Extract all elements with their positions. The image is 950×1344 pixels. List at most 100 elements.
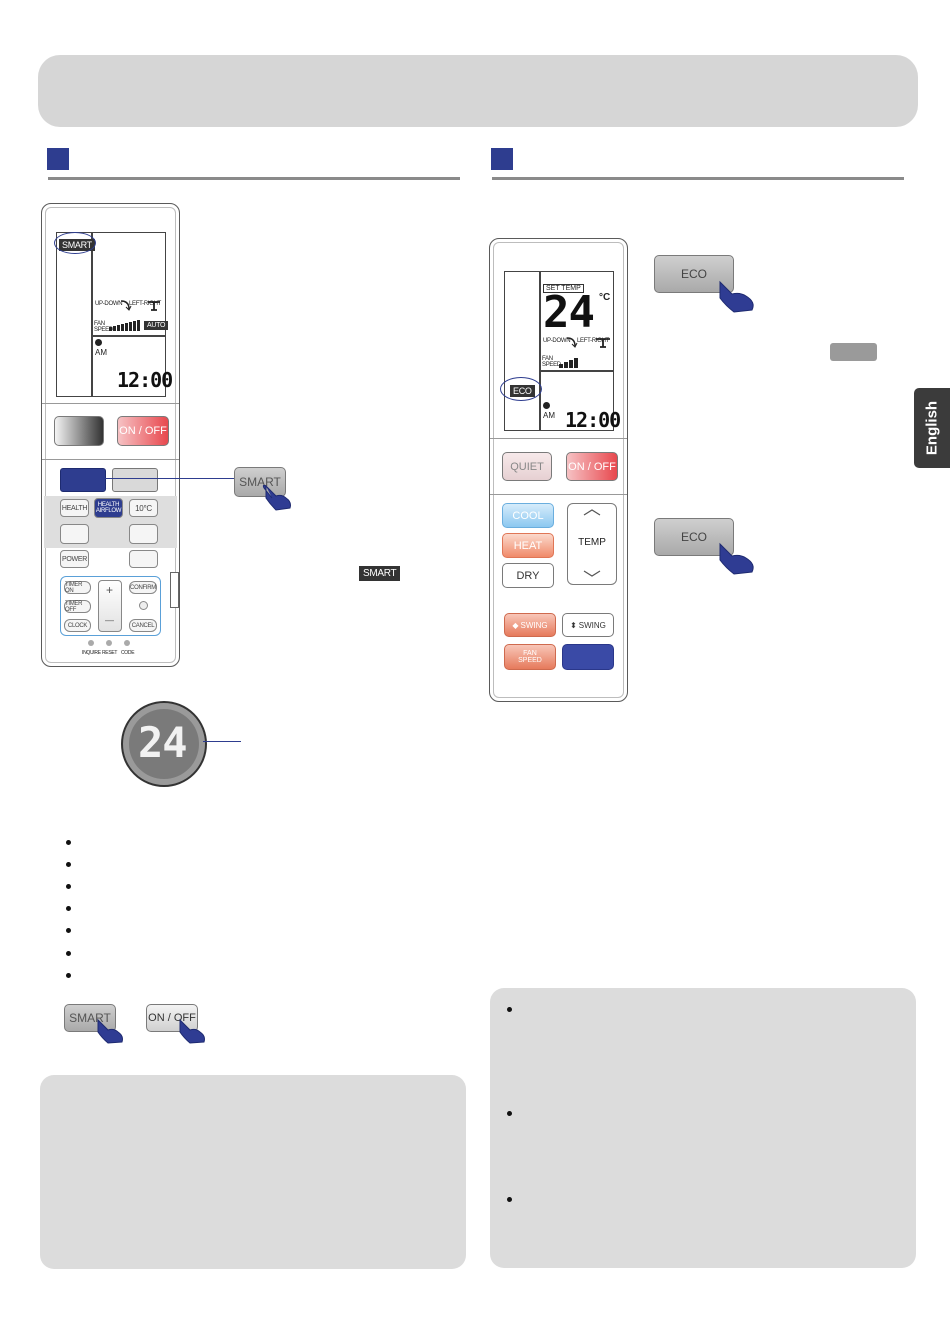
power-button[interactable]: POWER [60,550,89,568]
indicator-led [139,601,148,610]
swing-vertical-icon: ⬍ [570,620,577,630]
indoor-unit-display: 24 [121,701,207,787]
reset-hole[interactable] [106,640,112,646]
blue-function-button[interactable] [562,644,614,670]
health-airflow-button[interactable]: HEALTH AIRFLOW [94,498,123,518]
note-box-left [40,1075,466,1269]
lcd-auto-indicator: AUTO [144,321,169,330]
section-divider-left [48,177,460,180]
on-off-press-button[interactable]: ON / OFF [146,1004,198,1032]
remote-blank-right[interactable] [129,524,158,544]
confirm-button[interactable]: CONFIRM [129,581,157,594]
bullet [507,1197,512,1202]
lcd-fan-speed-label: FAN SPEED [542,356,561,368]
remote-blank-left[interactable] [60,524,89,544]
set-temp-label: SET TEMP [543,284,584,293]
dry-mode-button[interactable]: DRY [502,563,554,588]
section-marker-right [491,148,513,170]
lcd-fan-speed-label: FAN SPEED [94,321,113,333]
lcd-clock-time: 12:00 [565,408,621,432]
smart-highlight-oval [54,232,96,254]
on-off-button[interactable]: ON / OFF [566,452,618,481]
note-box-right [490,988,916,1268]
reset-label: RESET [102,650,118,656]
bullet [66,951,71,956]
lcd-updown-label: UP-DOWN [95,301,123,307]
on-off-button[interactable]: ON / OFF [117,416,169,446]
remote-control-smart: SMART UP-DOWN LEFT-RIGHT FAN SPEED AUTO … [41,203,180,667]
bullet [66,928,71,933]
remote-blank-button[interactable] [54,416,104,446]
language-tab[interactable]: English [914,388,950,468]
swing-vertical-button[interactable]: ⬍SWING [562,613,614,637]
health-button[interactable]: HEALTH [60,499,89,517]
fan-speed-button[interactable]: FAN SPEED [504,644,556,670]
swing-horizontal-button[interactable]: ◆SWING [504,613,556,637]
quiet-button[interactable]: QUIET [502,452,552,481]
hand-pointer-icon [97,1018,123,1044]
eco-highlight-oval [500,377,542,401]
lcd-leftright-label: LEFT-RIGHT [577,338,610,344]
swing-horizontal-icon: ◆ [512,620,519,630]
remote-button-gray[interactable] [112,468,158,492]
bullet [66,862,71,867]
section-marker-left [47,148,69,170]
clock-icon [543,402,550,409]
inquire-hole[interactable] [88,640,94,646]
smart-callout-button[interactable]: SMART [234,467,286,497]
lcd-updown-label: UP-DOWN [543,338,571,344]
cancel-button[interactable]: CANCEL [129,619,157,632]
plus-icon: + [106,583,114,597]
ten-degree-button[interactable]: 10°C [129,499,158,517]
minus-icon: — [105,615,114,625]
hand-pointer-icon [719,542,754,575]
hand-pointer-icon [262,484,291,511]
temp-label: TEMP [578,537,606,548]
smart-press-button[interactable]: SMART [64,1004,116,1032]
time-adjust-rocker[interactable]: + — [98,580,122,632]
section-divider-right [492,177,904,180]
fan-speed-bars [109,320,140,331]
swing-updown-icon [566,337,578,348]
gray-button-indicator [830,343,877,361]
bullet [507,1111,512,1116]
indoor-temp-readout: 24 [138,718,188,767]
remote-control-eco: SET TEMP 24 °C UP-DOWN LEFT-RIGHT FAN SP… [489,238,628,702]
timer-on-button[interactable]: TIMER ON [64,581,91,594]
lcd-am-label: AM [543,411,555,420]
swing-updown-icon [120,300,132,311]
bullet [66,973,71,978]
swing-leftright-icon [596,338,610,348]
lcd-am-label: AM [95,348,107,357]
top-banner [38,55,918,127]
cool-mode-button[interactable]: COOL [502,503,554,528]
smart-leader-line [100,478,234,479]
swing-vertical-label: SWING [578,620,606,630]
lcd-leftright-label: LEFT-RIGHT [129,301,162,307]
temp-rocker[interactable]: TEMP [567,503,617,585]
timer-off-button[interactable]: TIMER OFF [64,600,91,613]
bullet [66,906,71,911]
lcd-clock-time: 12:00 [117,368,173,392]
heat-mode-button[interactable]: HEAT [502,533,554,558]
temp-up-icon[interactable] [582,508,602,516]
side-slot [170,572,179,608]
code-label: CODE [121,650,135,656]
clock-icon [95,339,102,346]
timer-group [60,576,161,636]
remote-blank-power-row[interactable] [129,550,158,568]
hand-pointer-icon [719,280,754,313]
bullet [66,884,71,889]
swing-leftright-icon [148,301,160,311]
fan-speed-bars [559,358,578,368]
temp-down-icon[interactable] [582,570,602,578]
smart-button[interactable] [60,468,106,492]
temp-unit: °C [599,292,611,303]
remote-lcd: SET TEMP 24 °C UP-DOWN LEFT-RIGHT FAN SP… [504,271,621,432]
remote-lcd: SMART UP-DOWN LEFT-RIGHT FAN SPEED AUTO … [56,232,173,397]
bullet [507,1007,512,1012]
bullet [66,840,71,845]
code-hole[interactable] [124,640,130,646]
smart-inline-tag: SMART [359,566,401,581]
clock-button[interactable]: CLOCK [64,619,91,632]
